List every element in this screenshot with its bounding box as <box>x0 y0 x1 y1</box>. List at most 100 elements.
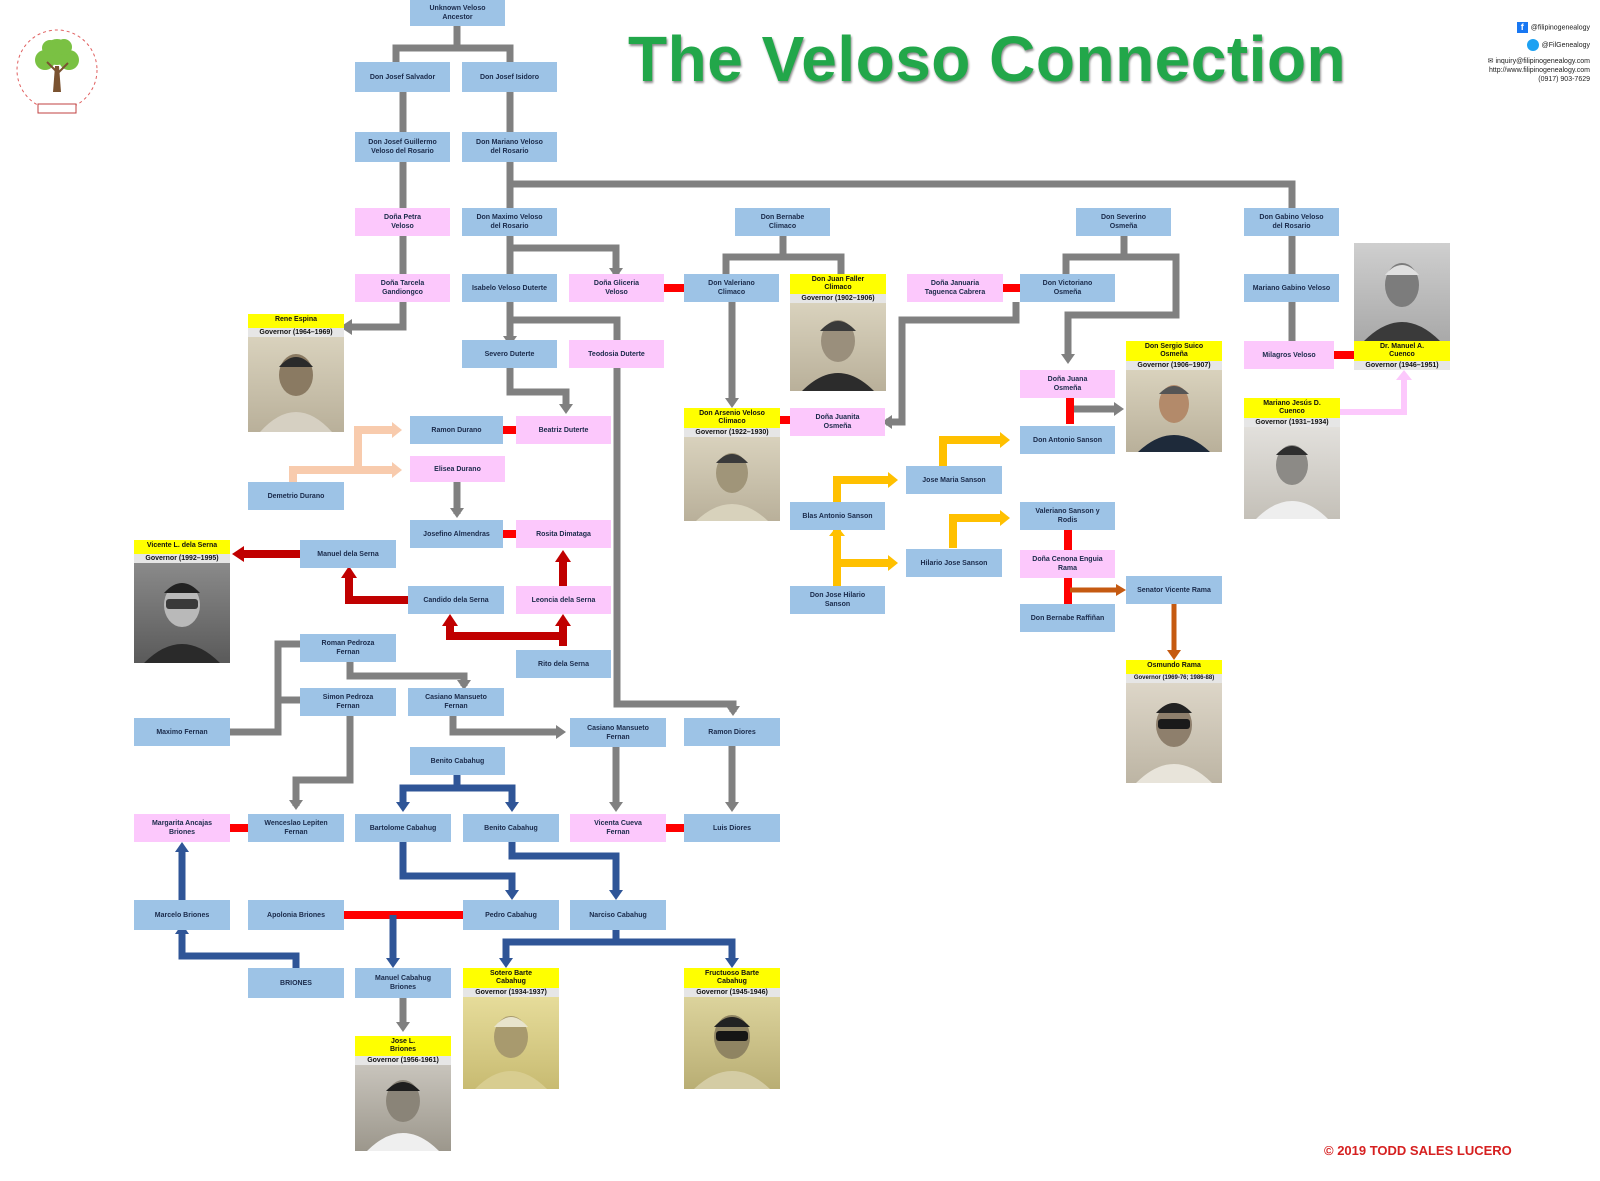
website-url[interactable]: http://www.filipinogenealogy.com <box>1488 67 1590 74</box>
facebook-handle[interactable]: @filipinogenealogy <box>1530 24 1590 32</box>
descent-line <box>510 244 620 274</box>
person-bernabe-raffinan: Don Bernabe Raffiñan <box>1020 604 1115 632</box>
governor-card-fructuoso-cabahug: Fructuoso Barte Cabahug Governor (1945-1… <box>684 968 780 1089</box>
portrait-photo <box>1244 427 1340 519</box>
sanson-line <box>949 514 1002 548</box>
arrowhead <box>888 555 898 571</box>
descent-line <box>506 368 570 408</box>
portrait-icon <box>696 453 768 521</box>
person-beatriz-duterte: Beatriz Duterte <box>516 416 611 444</box>
person-mariano-veloso: Don Mariano Veloso del Rosario <box>462 132 557 162</box>
governor-term: Governor (1931–1934) <box>1244 418 1340 427</box>
descent-line <box>230 640 300 736</box>
portrait-photo <box>684 437 780 521</box>
person-margarita-briones: Margarita Ancajas Briones <box>134 814 230 842</box>
person-severino-osmena: Don Severino Osmeña <box>1076 208 1171 236</box>
person-candido-dela-serna: Candido dela Serna <box>408 586 504 614</box>
governor-card-manuel-cuenco: Dr. Manuel A. Cuenco Governor (1946–1951… <box>1354 341 1450 370</box>
person-ramon-durano: Ramon Durano <box>410 416 503 444</box>
person-roman-fernan: Roman Pedroza Fernan <box>300 634 396 662</box>
person-manuel-cabahug-briones: Manuel Cabahug Briones <box>355 968 451 998</box>
arrowhead <box>396 1022 410 1032</box>
person-antonio-sanson: Don Antonio Sanson <box>1020 426 1115 454</box>
person-hilario-sanson: Hilario Jose Sanson <box>906 549 1002 577</box>
arrowhead <box>609 890 623 900</box>
portrait-icon <box>367 1080 439 1151</box>
person-rito-dela-serna: Rito dela Serna <box>516 650 611 678</box>
arrowhead <box>1000 510 1010 526</box>
arrowhead <box>1061 354 1075 364</box>
arrowhead <box>726 706 740 716</box>
descent-line <box>292 716 354 806</box>
person-manuel-dela-serna: Manuel dela Serna <box>300 540 396 568</box>
portrait-photo <box>355 1065 451 1151</box>
arrowhead <box>341 566 357 578</box>
person-juanita-osmena: Doña Juanita Osmeña <box>790 408 885 436</box>
person-apolonia-briones: Apolonia Briones <box>248 900 344 930</box>
person-tarcela-gandiongco: Doña Tarcela Gandiongco <box>355 274 450 302</box>
person-narciso-cabahug: Narciso Cabahug <box>570 900 666 930</box>
person-victoriano-osmena: Don Victoriano Osmeña <box>1020 274 1115 302</box>
person-benito-cabahug: Benito Cabahug <box>463 814 559 842</box>
dela-serna-line <box>446 620 567 646</box>
arrowhead <box>1396 370 1412 380</box>
copyright-notice: © 2019 TODD SALES LUCERO <box>1324 1143 1512 1158</box>
marriage-lines <box>230 284 1354 919</box>
person-josef-salvador: Don Josef Salvador <box>355 62 450 92</box>
cabahug-line <box>178 930 300 968</box>
governor-term: Governor (1964–1969) <box>248 328 344 337</box>
governor-term: Governor (1956-1961) <box>355 1056 451 1065</box>
email-address[interactable]: inquiry@filipinogenealogy.com <box>1495 58 1590 65</box>
person-jose-maria-sanson: Jose Maria Sanson <box>906 466 1002 494</box>
arrowhead <box>392 462 402 478</box>
portrait-photo <box>134 563 230 663</box>
person-benito-cabahug-elder: Benito Cabahug <box>410 747 505 775</box>
cabahug-line <box>399 838 516 894</box>
arrowhead <box>505 802 519 812</box>
governor-card-juan-faller-climaco: Don Juan Faller Climaco Governor (1902–1… <box>790 274 886 391</box>
arrowhead <box>609 268 623 278</box>
durano-line <box>289 426 395 482</box>
person-juana-osmena: Doña Juana Osmeña <box>1020 370 1115 398</box>
descent-line <box>886 302 1020 426</box>
descent-line <box>346 662 468 686</box>
person-maximo-fernan: Maximo Fernan <box>134 718 230 746</box>
arrowhead <box>1114 402 1124 416</box>
arrowhead <box>1000 432 1010 448</box>
descent-lines <box>230 26 1296 1026</box>
governor-card-rene-espina: Rene Espina Governor (1964–1969) <box>248 314 344 432</box>
governor-term: Governor (1946–1951) <box>1354 361 1450 370</box>
governor-name: Dr. Manuel A. Cuenco <box>1354 341 1450 361</box>
person-casiano-mansueto-fernan: Casiano Mansueto Fernan <box>570 718 666 747</box>
governor-term: Governor (1945-1946) <box>684 988 780 997</box>
arrowhead <box>1167 650 1181 660</box>
person-severo-duterte: Severo Duterte <box>462 340 557 368</box>
person-jose-hilario-sanson: Don Jose Hilario Sanson <box>790 586 885 614</box>
arrowhead <box>556 725 566 739</box>
person-marcelo-briones: Marcelo Briones <box>134 900 230 930</box>
durano-lines <box>289 426 395 482</box>
arrowhead <box>559 404 573 414</box>
governor-term: Governor (1906–1907) <box>1126 361 1222 370</box>
person-isabelo-duterte: Isabelo Veloso Duterte <box>462 274 557 302</box>
person-wenceslao-fernan: Wenceslao Lepiten Fernan <box>248 814 344 842</box>
arrowhead <box>232 546 244 562</box>
person-pedro-cabahug: Pedro Cabahug <box>463 900 559 930</box>
cuenco-line <box>1334 376 1407 415</box>
person-ramon-diores: Ramon Diores <box>684 718 780 746</box>
twitter-handle[interactable]: @FilGenealogy <box>1541 41 1590 49</box>
portrait-photo-manuel-cuenco <box>1354 243 1450 341</box>
governor-name: Vicente L. dela Serna <box>134 540 230 554</box>
governor-term: Governor (1922–1930) <box>684 428 780 437</box>
cabahug-line <box>457 784 516 806</box>
page-title: The Veloso Connection <box>628 23 1347 95</box>
tree-logo <box>16 29 98 114</box>
person-gliceria-veloso: Doña Gliceria Veloso <box>569 274 664 302</box>
governor-term: Governor (1902–1906) <box>790 294 886 303</box>
governor-name: Rene Espina <box>248 314 344 328</box>
arrowhead <box>725 958 739 968</box>
person-mariano-gabino-veloso: Mariano Gabino Veloso <box>1244 274 1339 302</box>
person-casiano-fernan: Casiano Mansueto Fernan <box>408 688 504 716</box>
arrowhead <box>888 472 898 488</box>
